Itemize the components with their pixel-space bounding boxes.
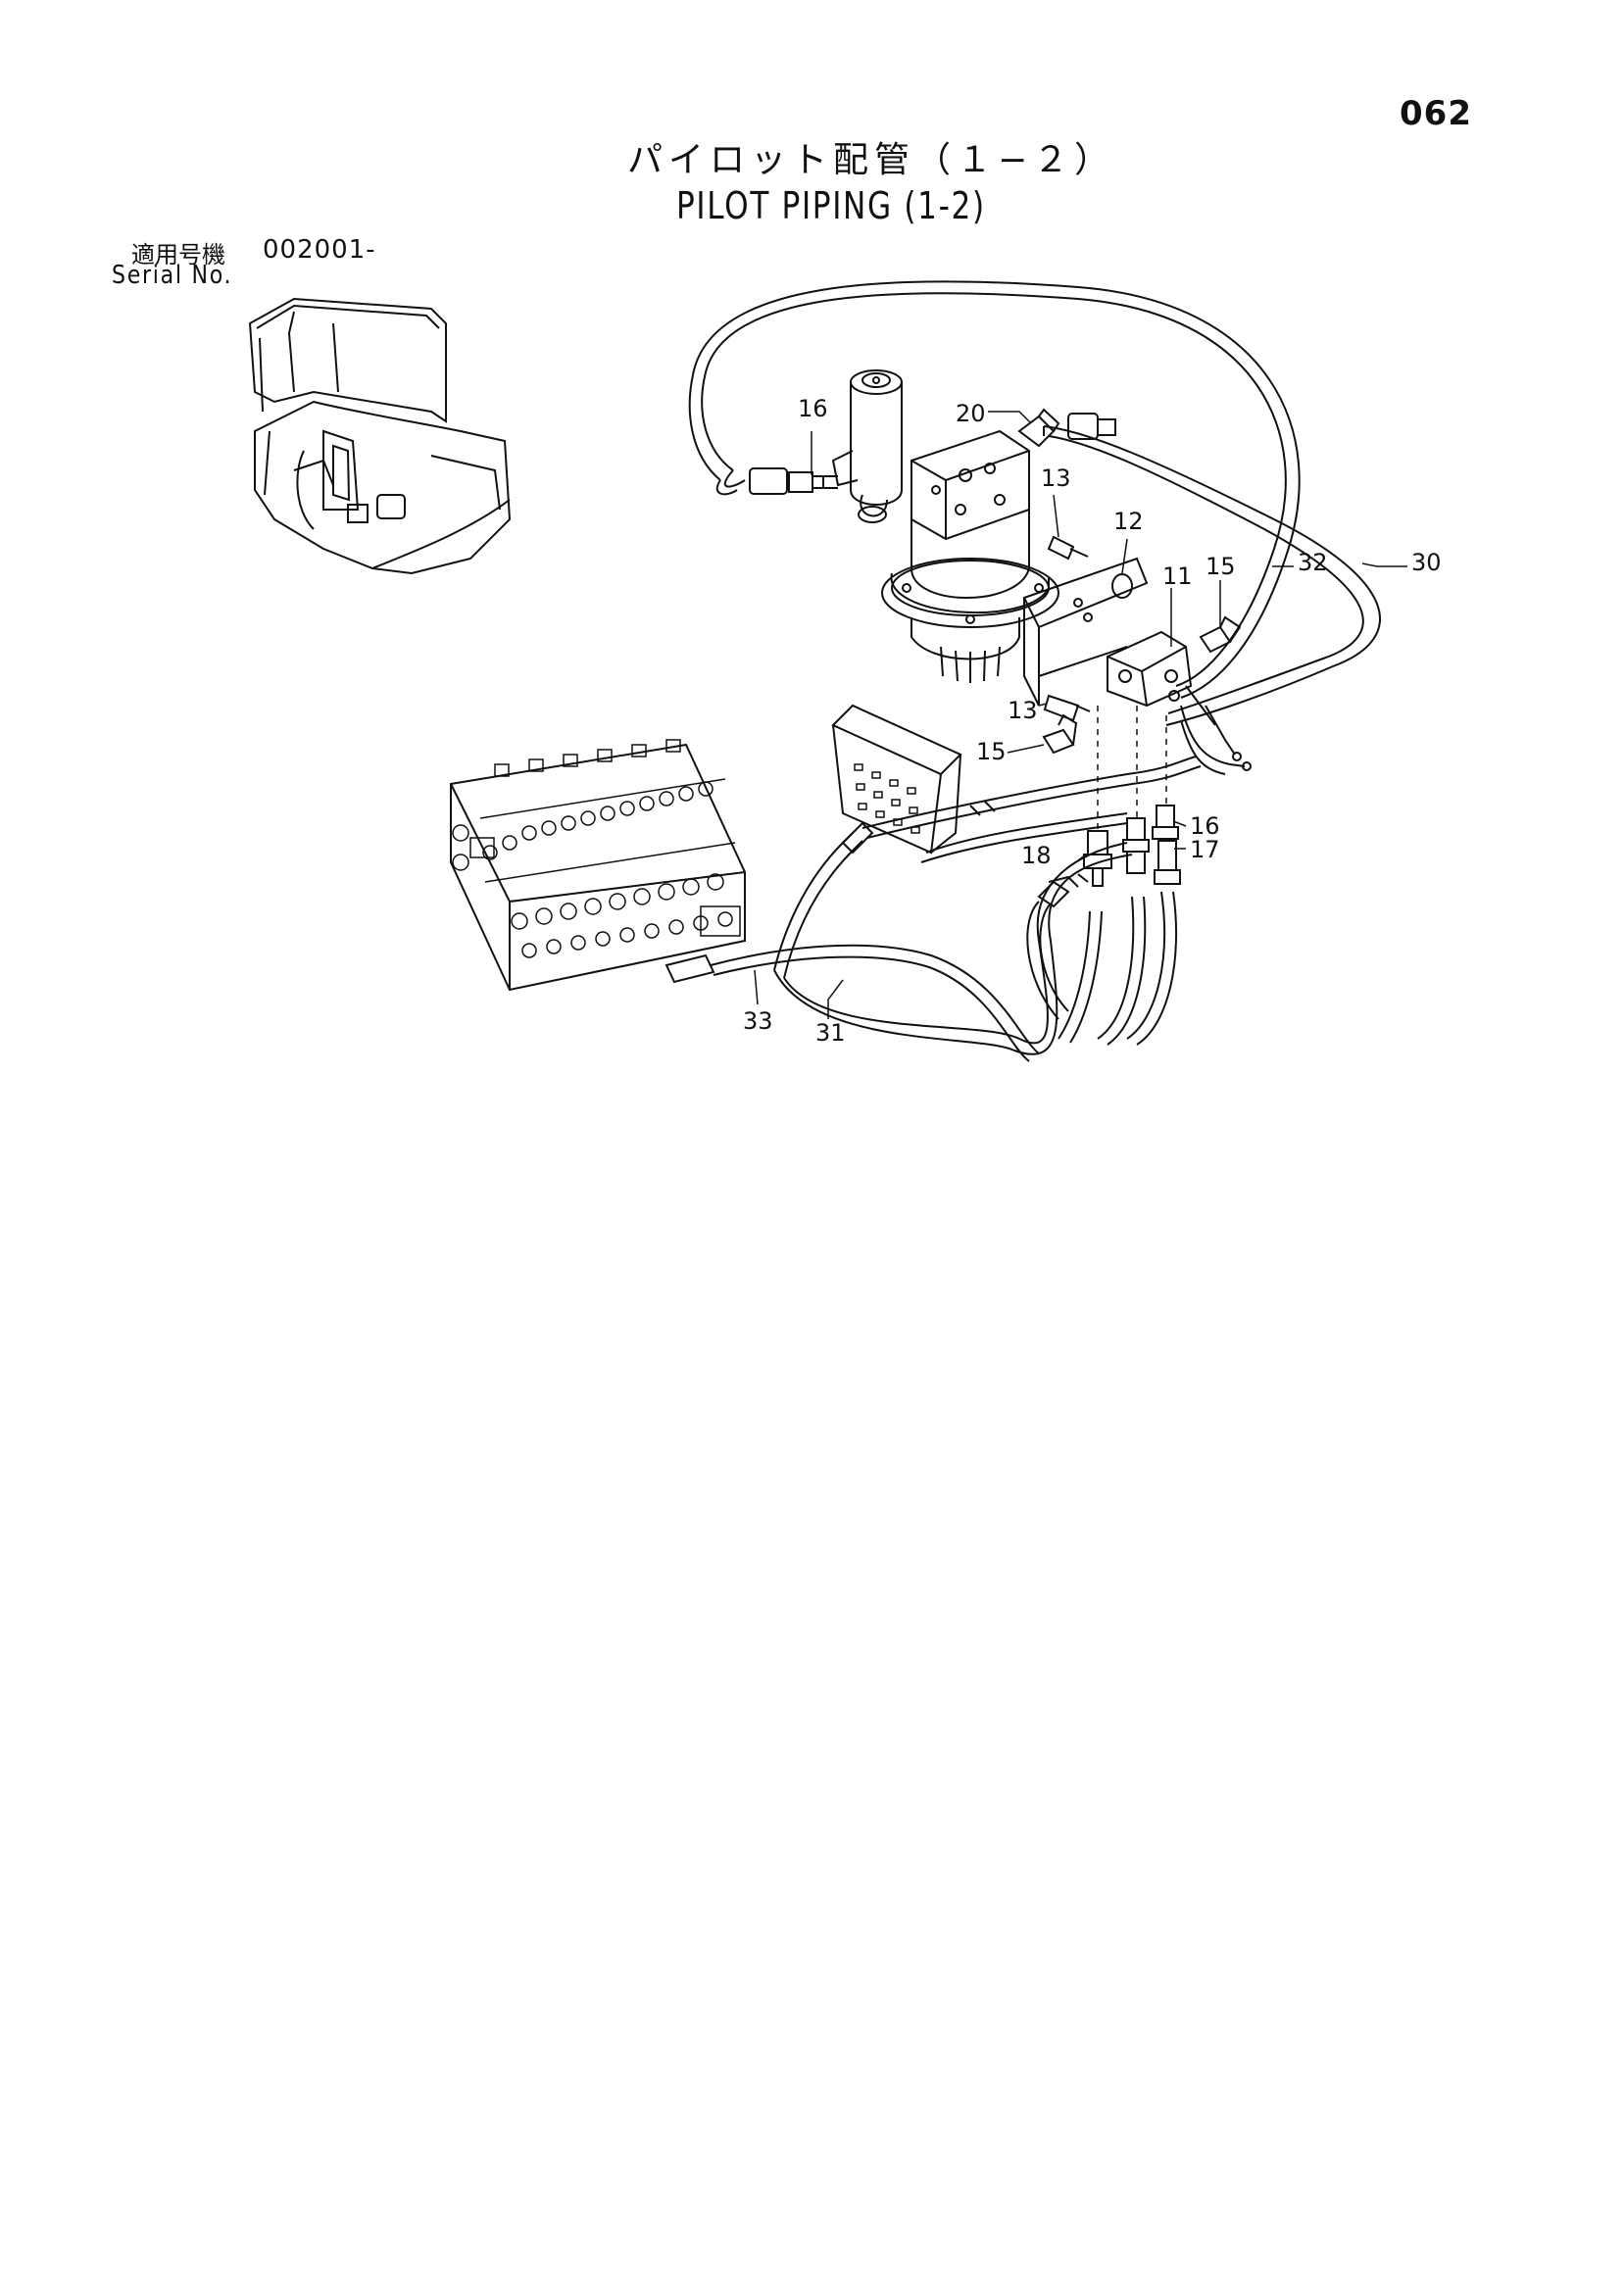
fitting-16-upper (749, 467, 838, 495)
callout-label: 30 (1411, 549, 1442, 576)
title-english: PILOT PIPING (1-2) (676, 184, 986, 227)
swing-motor (831, 369, 1059, 683)
excavator-location-thumbnail (248, 297, 512, 575)
fitting-15-lower (1042, 713, 1078, 755)
valve-block-11 (1107, 630, 1242, 761)
guard-plate (831, 704, 962, 855)
title-japanese: パイロット配管（１−２） (627, 140, 1116, 180)
fitting-17 (1122, 817, 1181, 885)
bolt-13-upper (1047, 535, 1089, 561)
callout-label: 11 (1162, 562, 1193, 590)
callout-label: 15 (976, 738, 1007, 765)
fitting-20 (1017, 408, 1060, 448)
serial-range: 002001- (263, 235, 376, 265)
page-number: 062 (1400, 94, 1472, 133)
callout-label: 17 (1190, 836, 1220, 863)
callout-label: 20 (956, 400, 986, 427)
fitting-15-upper (1199, 615, 1242, 654)
callout-label: 13 (1041, 464, 1071, 492)
callout-label: 32 (1298, 549, 1328, 576)
callout-label: 12 (1113, 508, 1144, 535)
bracket-12 (1022, 557, 1149, 707)
callout-label: 16 (1190, 812, 1220, 840)
callout-label: 33 (743, 1007, 773, 1035)
fitting-16-lower (1152, 805, 1179, 840)
callout-label: 13 (1008, 697, 1038, 724)
bolt-13-lower (1043, 694, 1091, 722)
hose-end-30 (1067, 413, 1116, 440)
callout-label: 31 (815, 1019, 846, 1047)
serial-label-english: Serial No. (112, 261, 233, 290)
callout-label: 18 (1021, 842, 1052, 869)
callout-label: 15 (1206, 553, 1236, 580)
serial-label-japanese: 適用号機 (131, 241, 225, 269)
callout-label: 16 (798, 395, 828, 422)
control-valve (450, 739, 746, 992)
fitting-18 (1077, 830, 1112, 887)
